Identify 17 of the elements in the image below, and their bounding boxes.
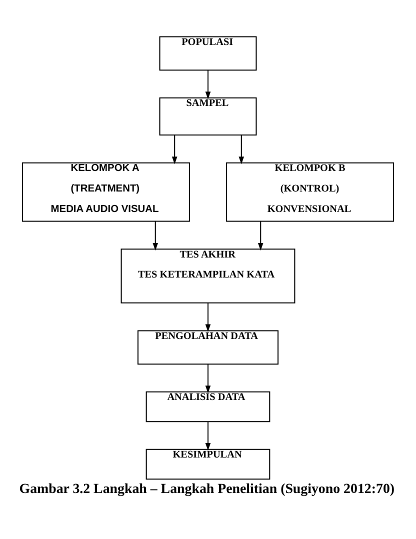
arrow xyxy=(172,135,178,164)
node-box: PENGOLAHAN DATA xyxy=(137,330,279,365)
node-box: ANALISIS DATA xyxy=(146,391,270,422)
node-box: KESIMPULAN xyxy=(146,448,270,480)
arrow xyxy=(205,303,211,332)
node-box: POPULASI xyxy=(159,36,257,71)
node-box: TES AKHIR TES KETERAMPILAN KATA xyxy=(120,248,296,304)
arrow xyxy=(238,135,244,164)
node-box: KELOMPOK A (TREATMENT) MEDIA AUDIO VISUAL xyxy=(22,162,190,222)
node-box: KELOMPOK B (KONTROL) KONVENSIONAL xyxy=(226,162,394,222)
node-box: SAMPEL xyxy=(159,97,257,136)
arrow xyxy=(258,221,264,251)
caption: Gambar 3.2 Langkah – Langkah Penelitian (Sugiyono 2012:70) xyxy=(19,482,395,498)
arrow xyxy=(152,221,158,251)
arrow xyxy=(205,364,211,394)
arrow xyxy=(205,70,211,100)
arrow xyxy=(205,422,211,451)
